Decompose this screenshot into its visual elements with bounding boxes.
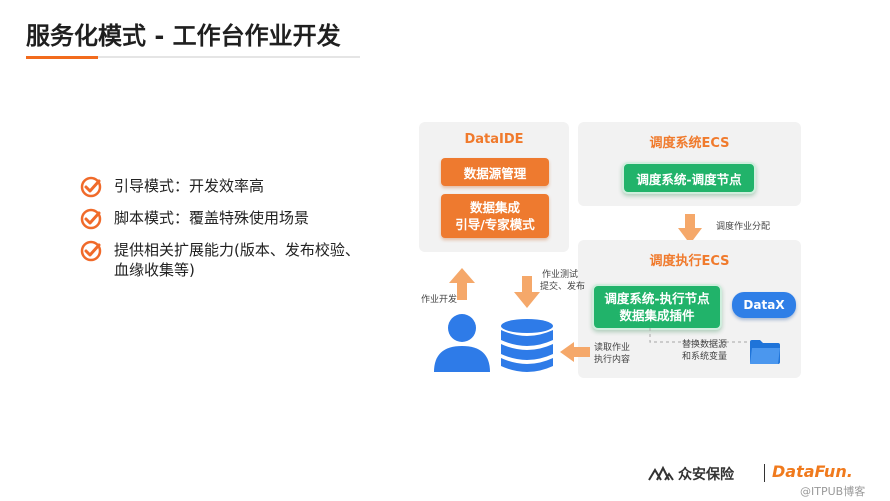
read-label-2: 执行内容 bbox=[594, 355, 631, 365]
datafun-brand: DataFun. bbox=[772, 462, 853, 481]
executor-ecs-panel: 调度执行ECS 调度系统-执行节点 数据集成插件 DataX 替换数据源 和系统… bbox=[578, 240, 801, 378]
executor-ecs-title: 调度执行ECS bbox=[649, 254, 730, 269]
test-label-1: 作业测试 bbox=[542, 270, 579, 280]
zhongan-brand: 众安保险 bbox=[678, 467, 734, 483]
bullet-text: 脚本模式：覆盖特殊使用场景 bbox=[114, 209, 310, 227]
replace-label-2: 和系统变量 bbox=[682, 352, 728, 362]
zhongan-logo-icon bbox=[648, 465, 674, 481]
scheduler-node-button[interactable]: 调度系统-调度节点 bbox=[622, 162, 756, 194]
dashed-connector bbox=[649, 328, 748, 343]
folder-icon bbox=[750, 340, 780, 364]
page-title: 服务化模式 - 工作台作业开发 bbox=[26, 22, 341, 50]
executor-node-button[interactable]: 调度系统-执行节点 数据集成插件 bbox=[592, 284, 722, 330]
arrow-down-icon bbox=[514, 276, 540, 308]
database-icon bbox=[501, 319, 553, 372]
check-icon bbox=[80, 208, 102, 230]
arrow-up-icon bbox=[449, 268, 475, 300]
scheduler-ecs-panel: 调度系统ECS 调度系统-调度节点 bbox=[578, 122, 801, 206]
scheduler-ecs-title: 调度系统ECS bbox=[649, 136, 730, 151]
bullet-list: 引导模式：开发效率高 脚本模式：覆盖特殊使用场景 提供相关扩展能力(版本、发布校… bbox=[80, 176, 400, 292]
datax-button[interactable]: DataX bbox=[732, 292, 796, 318]
dataide-title: DataIDE bbox=[464, 132, 524, 147]
user-icon bbox=[434, 314, 490, 372]
footer-divider bbox=[764, 464, 765, 482]
bullet-text-cont: 血缘收集等) bbox=[114, 261, 195, 279]
bullet-item: 引导模式：开发效率高 bbox=[80, 176, 400, 198]
title-divider bbox=[26, 56, 360, 58]
data-integration-button[interactable]: 数据集成 引导/专家模式 bbox=[441, 194, 549, 238]
test-label-2: 提交、发布 bbox=[540, 282, 586, 292]
arrow-down-icon bbox=[678, 214, 702, 244]
bullet-item: 脚本模式：覆盖特殊使用场景 bbox=[80, 208, 400, 230]
check-icon bbox=[80, 176, 102, 198]
watermark: @ITPUB博客 bbox=[800, 485, 866, 498]
assign-label: 调度作业分配 bbox=[716, 222, 771, 232]
read-label-1: 读取作业 bbox=[594, 343, 631, 353]
dev-label: 作业开发 bbox=[421, 295, 458, 305]
datasource-manage-button[interactable]: 数据源管理 bbox=[441, 158, 549, 186]
dataide-panel: DataIDE 数据源管理 数据集成 引导/专家模式 bbox=[419, 122, 569, 252]
replace-label-1: 替换数据源 bbox=[682, 340, 728, 350]
bullet-item: 提供相关扩展能力(版本、发布校验、 血缘收集等) bbox=[80, 240, 400, 280]
title-accent-bar bbox=[26, 56, 98, 59]
check-icon bbox=[80, 240, 102, 262]
bullet-text: 引导模式：开发效率高 bbox=[114, 177, 265, 195]
bullet-text: 提供相关扩展能力(版本、发布校验、 bbox=[114, 241, 360, 259]
arrow-left-icon bbox=[560, 342, 590, 362]
